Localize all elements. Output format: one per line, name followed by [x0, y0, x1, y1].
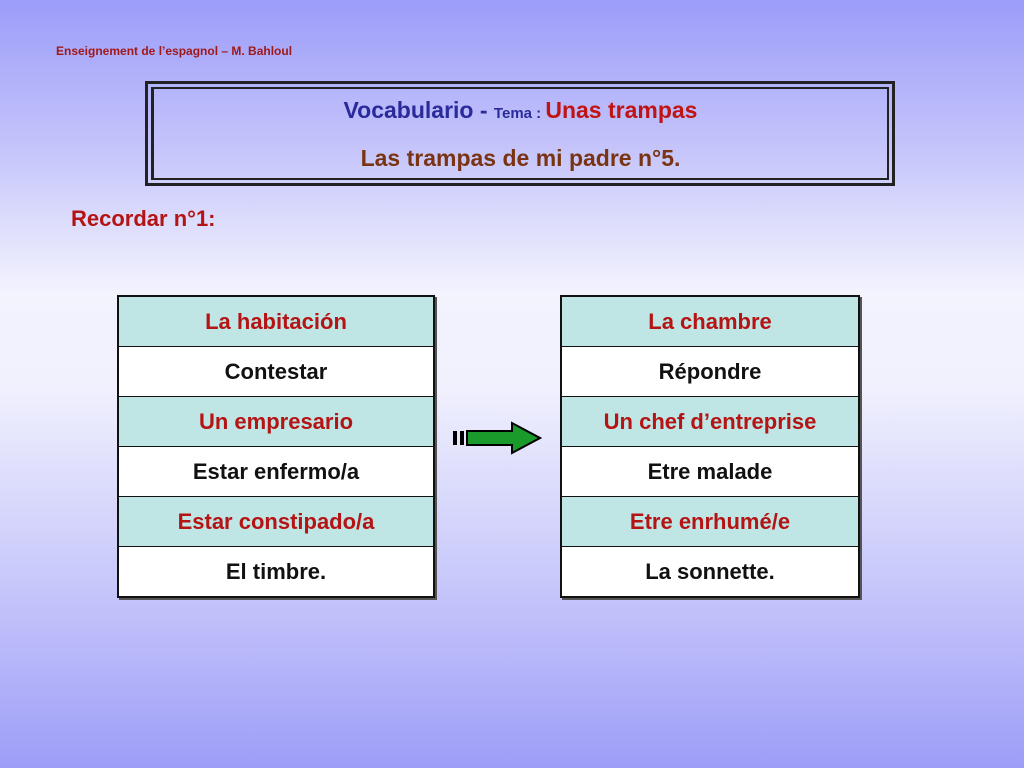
- french-word: Un chef d’entreprise: [603, 408, 817, 434]
- table-row: Etre enrhumé/e: [560, 496, 860, 547]
- table-row: Estar enfermo/a: [117, 446, 435, 497]
- table-cell: La sonnette.: [560, 546, 860, 598]
- table-row: Contestar: [117, 346, 435, 397]
- title-separator: -: [473, 96, 494, 123]
- spanish-word: Contestar: [224, 358, 328, 384]
- table-row: Répondre: [560, 346, 860, 397]
- spanish-word: Estar enfermo/a: [192, 458, 360, 484]
- french-word: Etre enrhumé/e: [629, 508, 791, 534]
- table-row: Un chef d’entreprise: [560, 396, 860, 447]
- french-word: Etre malade: [647, 458, 773, 484]
- table-row: La sonnette.: [560, 546, 860, 598]
- title-box: Vocabulario - Tema : Unas trampas Las tr…: [145, 81, 895, 186]
- table-cell: Un empresario: [117, 396, 435, 447]
- french-word: Répondre: [658, 358, 762, 384]
- table-row: El timbre.: [117, 546, 435, 598]
- table-cell: Contestar: [117, 346, 435, 397]
- french-word: La chambre: [648, 308, 772, 334]
- table-cell: Un chef d’entreprise: [560, 396, 860, 447]
- french-word: La sonnette.: [645, 558, 775, 584]
- table-cell: Répondre: [560, 346, 860, 397]
- table-cell: La habitación: [117, 295, 435, 347]
- table-cell: El timbre.: [117, 546, 435, 598]
- subtitle: Las trampas de mi padre n°5.: [360, 144, 681, 171]
- french-vocab-table: La chambre Répondre Un chef d’entreprise…: [560, 295, 860, 598]
- table-cell: Etre enrhumé/e: [560, 496, 860, 547]
- spanish-word: La habitación: [205, 308, 347, 334]
- table-cell: Estar enfermo/a: [117, 446, 435, 497]
- title-line: Vocabulario - Tema : Unas trampas: [344, 95, 698, 129]
- table-cell: Estar constipado/a: [117, 496, 435, 547]
- vocabulario-label: Vocabulario: [343, 96, 474, 123]
- right-arrow-icon: [453, 421, 542, 455]
- table-cell: La chambre: [560, 295, 860, 347]
- table-row: Etre malade: [560, 446, 860, 497]
- spanish-vocab-table: La habitación Contestar Un empresario Es…: [117, 295, 435, 598]
- table-row: Estar constipado/a: [117, 496, 435, 547]
- tema-value: Unas trampas: [545, 96, 698, 123]
- author-note: Enseignement de l’espagnol – M. Bahloul: [56, 44, 293, 58]
- spanish-word: Un empresario: [198, 408, 354, 434]
- table-cell: Etre malade: [560, 446, 860, 497]
- tema-label: Tema :: [493, 104, 546, 122]
- title-inner: Vocabulario - Tema : Unas trampas Las tr…: [151, 87, 889, 180]
- table-row: Un empresario: [117, 396, 435, 447]
- spanish-word: El timbre.: [225, 558, 327, 584]
- table-row: La habitación: [117, 295, 435, 347]
- recordar-heading: Recordar n°1:: [71, 206, 216, 231]
- spanish-word: Estar constipado/a: [177, 508, 375, 534]
- table-row: La chambre: [560, 295, 860, 347]
